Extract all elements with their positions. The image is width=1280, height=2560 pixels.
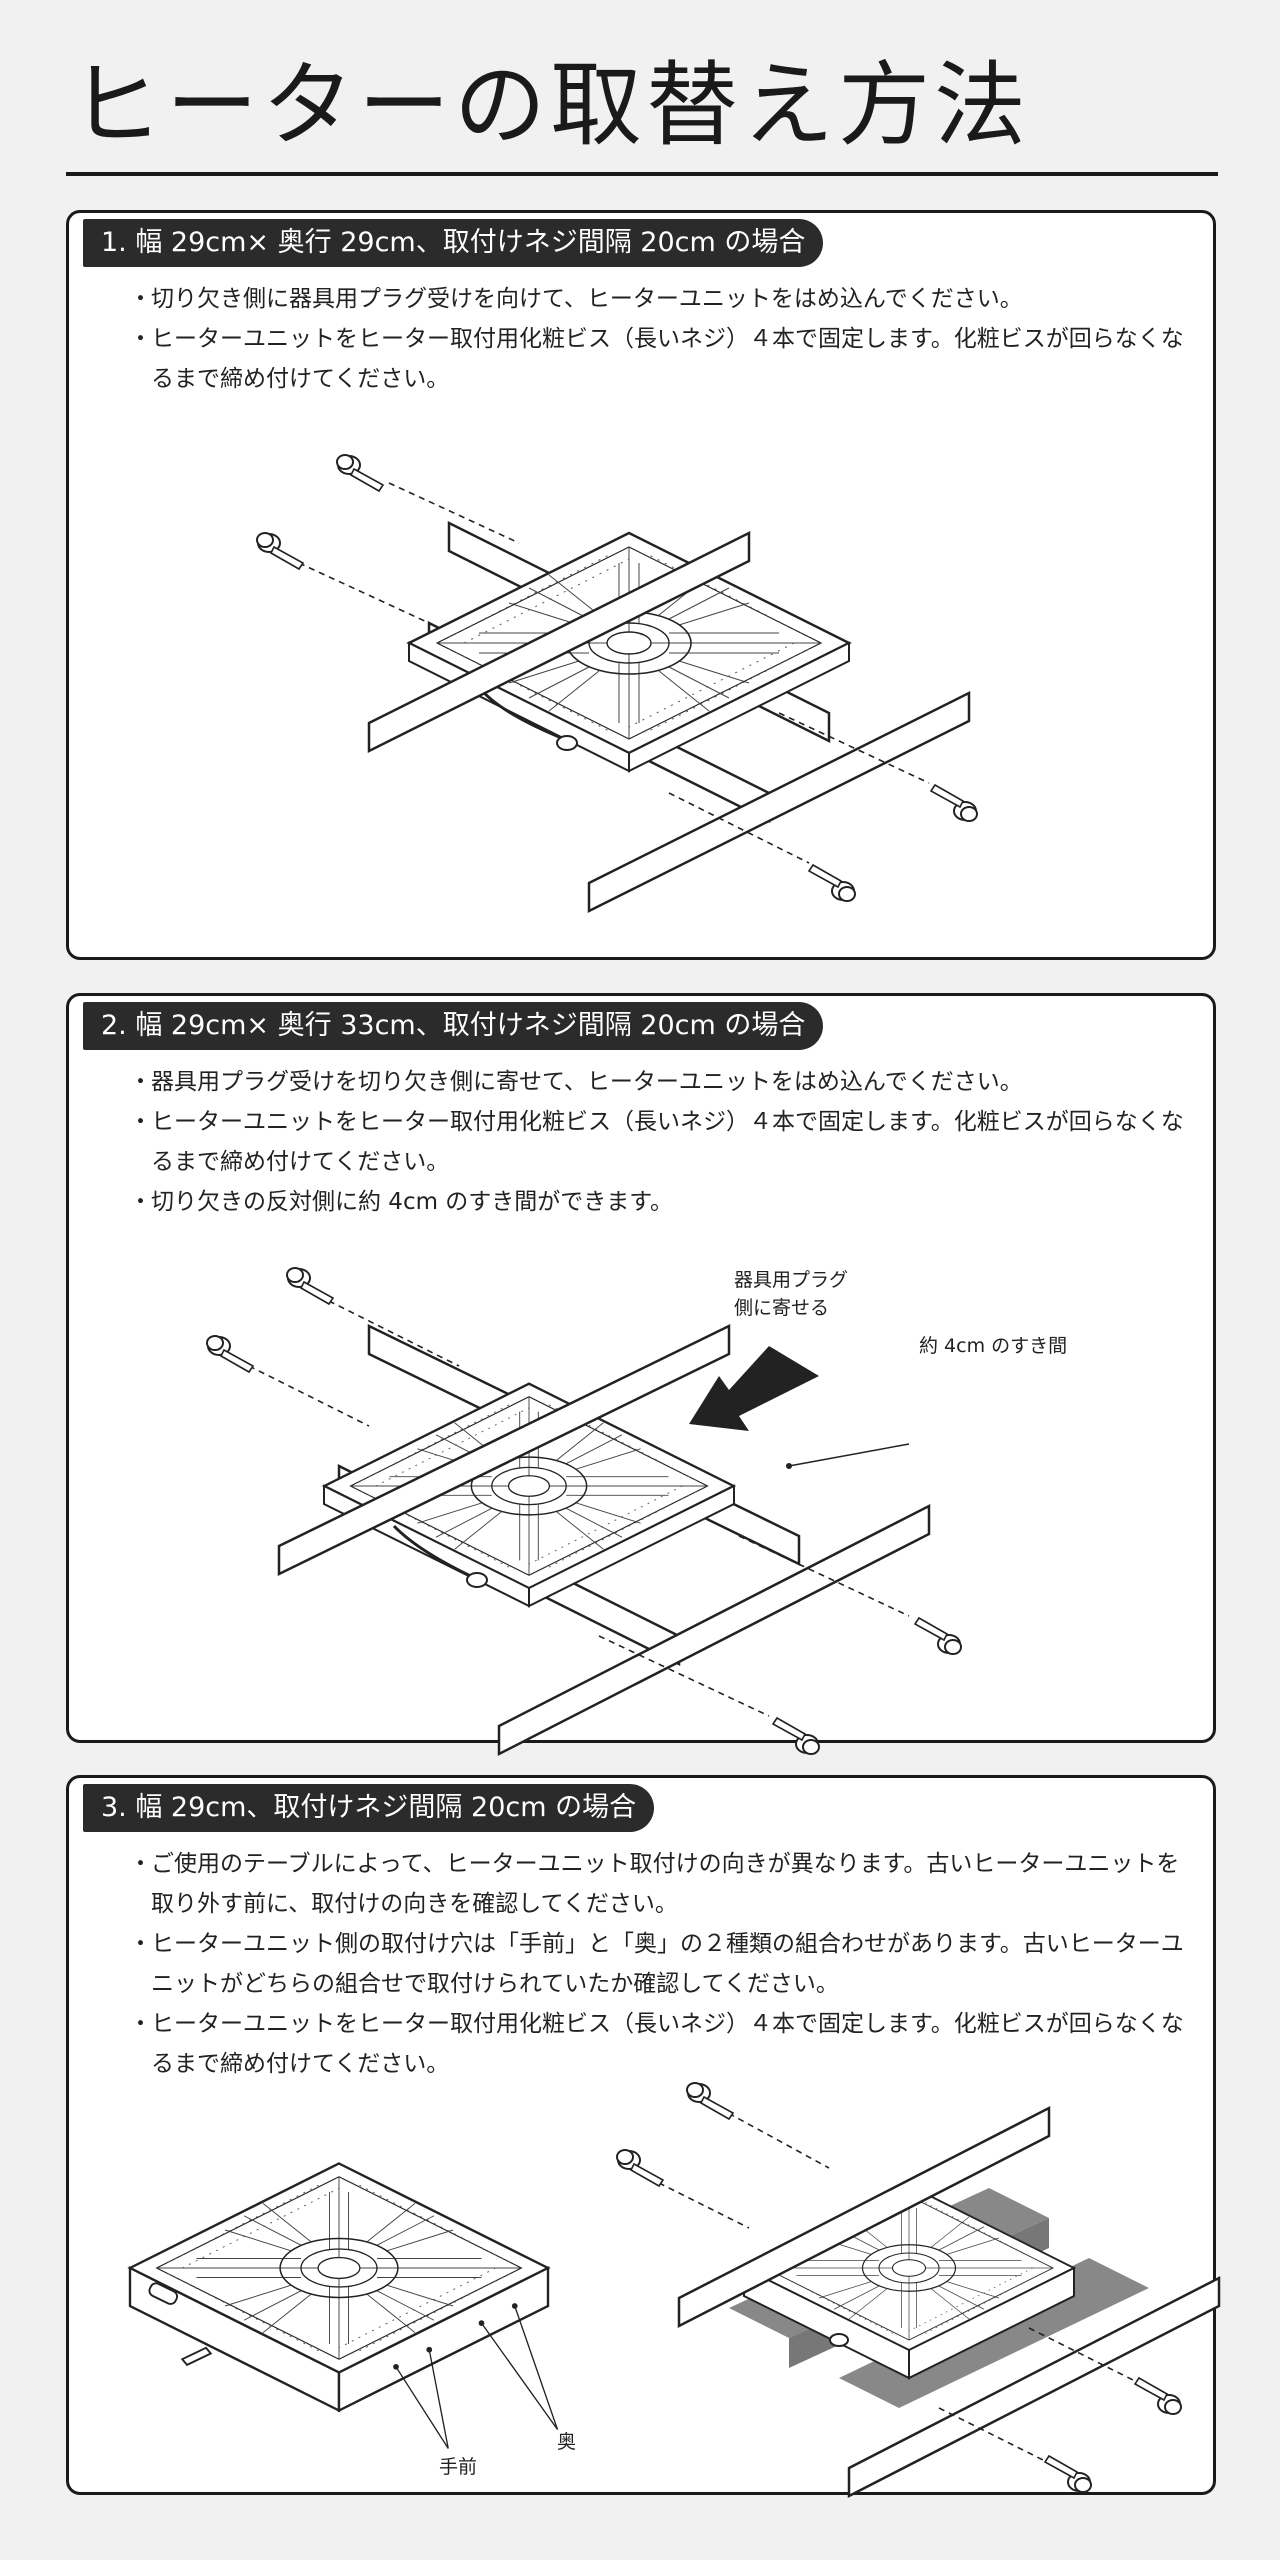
screw-icon [772,1717,820,1755]
section-1-header: 1. 幅 29cm× 奥行 29cm、取付けネジ間隔 20cm の場合 [83,219,824,267]
screw-icon [206,1335,254,1373]
screw-icon [1044,2455,1092,2493]
label-plug-side-2: 側に寄せる [734,1297,829,1319]
diagram-heater-29x33: 器具用プラグ 側に寄せる 約 4cm のすき間 [206,1267,1067,1757]
section-3-bullet-3: ヒーターユニットをヒーター取付用化粧ビス（長いネジ）４本で固定します。化粧ビスが… [129,2004,1189,2084]
arrow-icon [689,1346,819,1431]
section-3-header: 3. 幅 29cm、取付けネジ間隔 20cm の場合 [83,1784,655,1832]
section-2-bullets: 器具用プラグ受けを切り欠き側に寄せて、ヒーターユニットをはめ込んでください。 ヒ… [129,1062,1189,1222]
screw-icon [686,2082,734,2120]
section-3-bullet-2: ヒーターユニット側の取付け穴は「手前」と「奥」の２種類の組合わせがあります。古い… [129,1924,1189,2004]
screw-icon [336,454,384,492]
screw-icon [616,2149,664,2187]
section-1-bullet-1: 切り欠き側に器具用プラグ受けを向けて、ヒーターユニットをはめ込んでください。 [129,279,1189,319]
screw-icon [286,1267,334,1305]
screw-icon [930,784,978,822]
label-gap: 約 4cm のすき間 [919,1335,1067,1357]
section-2: 2. 幅 29cm× 奥行 33cm、取付けネジ間隔 20cm の場合 器具用プ… [66,993,1216,1757]
section-3-bullet-1: ご使用のテーブルによって、ヒーターユニット取付けの向きが異なります。古いヒーター… [129,1844,1189,1924]
label-front: 手前 [439,2456,477,2478]
section-2-bullet-3: 切り欠きの反対側に約 4cm のすき間ができます。 [129,1182,1189,1222]
screw-icon [808,864,856,902]
section-3: 3. 幅 29cm、取付けネジ間隔 20cm の場合 ご使用のテーブルによって、… [66,1775,1221,2499]
title-underline [66,172,1218,176]
label-back: 奥 [557,2431,576,2453]
screw-icon [914,1617,962,1655]
section-2-bullet-1: 器具用プラグ受けを切り欠き側に寄せて、ヒーターユニットをはめ込んでください。 [129,1062,1189,1102]
page-title: ヒーターの取替え方法 [70,52,1031,159]
section-1: 1. 幅 29cm× 奥行 29cm、取付けネジ間隔 20cm の場合 切り欠き… [66,210,1216,960]
section-2-header: 2. 幅 29cm× 奥行 33cm、取付けネジ間隔 20cm の場合 [83,1002,824,1050]
section-1-bullet-2: ヒーターユニットをヒーター取付用化粧ビス（長いネジ）４本で固定します。化粧ビスが… [129,319,1189,399]
section-2-bullet-2: ヒーターユニットをヒーター取付用化粧ビス（長いネジ）４本で固定します。化粧ビスが… [129,1102,1189,1182]
screw-icon [256,532,304,570]
screw-icon [1134,2377,1182,2415]
label-plug-side: 器具用プラグ [734,1269,848,1291]
section-3-bullets: ご使用のテーブルによって、ヒーターユニット取付けの向きが異なります。古いヒーター… [129,1844,1189,2084]
diagram-heater-rails [616,2082,1221,2499]
diagram-heater-29x29 [256,454,978,914]
section-1-bullets: 切り欠き側に器具用プラグ受けを向けて、ヒーターユニットをはめ込んでください。 ヒ… [129,279,1189,399]
diagram-heater-holes: 奥 手前 [128,2162,576,2478]
